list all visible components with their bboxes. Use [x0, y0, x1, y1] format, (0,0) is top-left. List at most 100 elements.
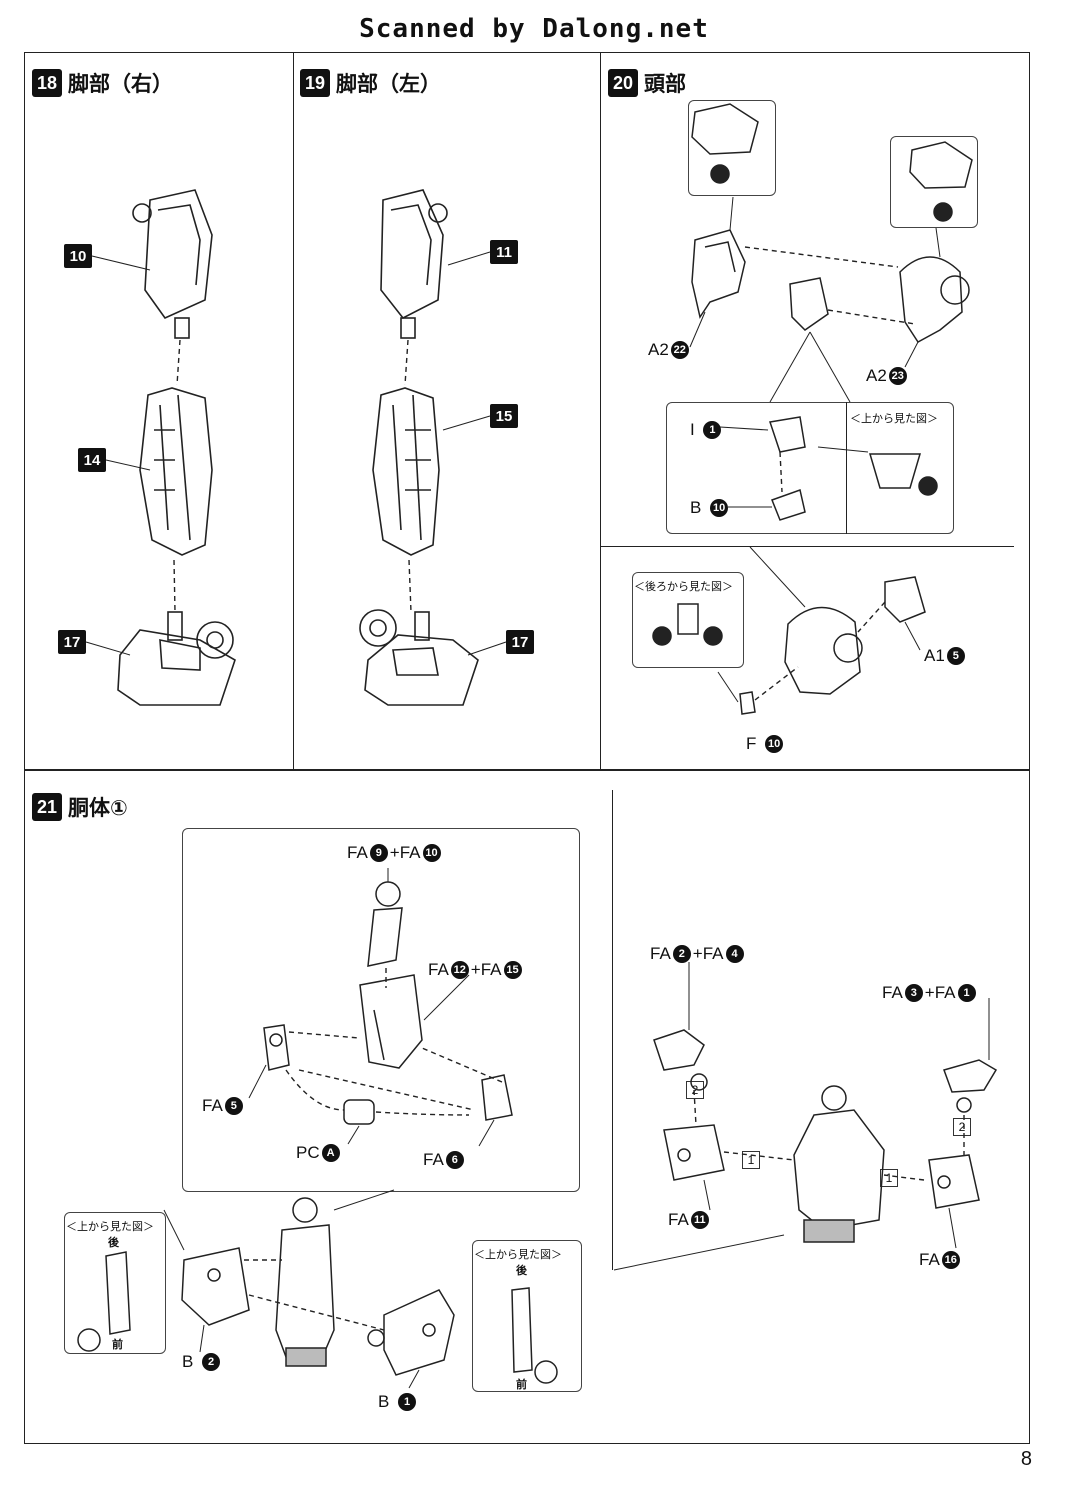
- bottom-frame: [24, 770, 1030, 1444]
- part-letter: F: [746, 734, 757, 753]
- part-number-badge: 5: [946, 647, 965, 665]
- part-tag-15: 15: [490, 404, 518, 428]
- plus-part: +FA: [924, 983, 956, 1002]
- part-number-badge: 11: [690, 1211, 709, 1229]
- step-title: 脚部（右）: [68, 72, 173, 96]
- part-number-badge: 23: [888, 367, 907, 385]
- order-step-1-right: 1: [880, 1169, 898, 1187]
- divider-19-20: [600, 52, 601, 770]
- top-frame: [24, 52, 1030, 770]
- part-label-b2: B 2: [182, 1352, 221, 1372]
- part-letter: A2: [866, 366, 887, 385]
- top-view-label: ＜上から見た図＞: [850, 412, 938, 425]
- part-tag-10: 10: [64, 244, 92, 268]
- part-label-f-10: F 10: [746, 734, 784, 754]
- part-label-b1: B 1: [378, 1392, 417, 1412]
- front-label-right: 前: [516, 1378, 527, 1391]
- order-step-2-right: 2: [953, 1118, 971, 1136]
- order-step-2-left: 2: [686, 1081, 704, 1099]
- part-number-badge: 4: [725, 945, 744, 963]
- part-label-i-1: I 1: [690, 420, 722, 440]
- part-letter: B: [378, 1392, 390, 1411]
- back-label-right: 後: [516, 1264, 527, 1277]
- step-title: 胴体①: [68, 796, 128, 820]
- part-number-badge: 2: [672, 945, 691, 963]
- part-letter: FA: [202, 1096, 223, 1115]
- part-number-badge: 1: [703, 421, 722, 439]
- part-number-badge: 3: [904, 984, 923, 1002]
- step-21-illustration: [77, 868, 998, 1389]
- part-number-badge: 15: [503, 961, 522, 979]
- part-letter: FA: [668, 1210, 689, 1229]
- part-letter: I: [690, 420, 695, 439]
- part-number-badge: 2: [202, 1353, 221, 1371]
- part-letter: PC: [296, 1143, 320, 1162]
- step-title: 頭部: [644, 72, 686, 96]
- part-letter: FA: [882, 983, 903, 1002]
- step-20-heading: 20 頭部: [608, 68, 686, 98]
- step-number: 21: [32, 793, 62, 821]
- step-number: 19: [300, 69, 330, 97]
- plus-part: +FA: [389, 843, 421, 862]
- part-letter: A2: [648, 340, 669, 359]
- top-view-inset-right: [472, 1240, 582, 1392]
- part-letter: FA: [428, 960, 449, 979]
- part-tag-14: 14: [78, 448, 106, 472]
- divider-20-sub: [600, 546, 1014, 547]
- back-view-label: ＜後ろから見た図＞: [634, 580, 733, 593]
- top-view-label-right: ＜上から見た図＞: [474, 1248, 562, 1261]
- plus-part: +FA: [470, 960, 502, 979]
- part-number-badge: 16: [941, 1251, 960, 1269]
- top-view-inset-left: [64, 1212, 166, 1354]
- part-letter: FA: [347, 843, 368, 862]
- part-number-badge: A: [321, 1144, 340, 1162]
- part-tag-17: 17: [58, 630, 86, 654]
- part-tag-17: 17: [506, 630, 534, 654]
- part-tag-11: 11: [490, 240, 518, 264]
- part-number-badge: 5: [224, 1097, 243, 1115]
- step-18-heading: 18 脚部（右）: [32, 68, 173, 98]
- part-number-badge: 10: [422, 844, 441, 862]
- part-letter: B: [182, 1352, 194, 1371]
- back-view-inset: [632, 572, 744, 668]
- part-number-badge: 22: [670, 341, 689, 359]
- step-18-illustration: [85, 189, 236, 706]
- part-number-badge: 10: [710, 499, 729, 517]
- part-number-badge: 10: [765, 735, 784, 753]
- step-number: 20: [608, 69, 638, 97]
- part-number-badge: 6: [445, 1151, 464, 1169]
- step-number: 18: [32, 69, 62, 97]
- step-19-heading: 19 脚部（左）: [300, 68, 441, 98]
- inset-divider: [846, 402, 847, 534]
- back-label-left: 後: [108, 1236, 119, 1249]
- front-label-left: 前: [112, 1338, 123, 1351]
- part-letter: FA: [919, 1250, 940, 1269]
- torso-sub-assembly-inset: [182, 828, 580, 1192]
- part-label-b-10: B 10: [690, 498, 729, 518]
- scan-credit: Scanned by Dalong.net: [359, 14, 709, 44]
- part-letter: B: [690, 498, 702, 517]
- top-view-label-left: ＜上から見た図＞: [66, 1220, 154, 1233]
- part-number-badge: 9: [369, 844, 388, 862]
- part-number-badge: 1: [398, 1393, 417, 1411]
- step-19-illustration: [359, 189, 507, 706]
- divider-21-right: [612, 790, 613, 1270]
- part-letter: FA: [650, 944, 671, 963]
- plus-part: +FA: [692, 944, 724, 963]
- part-number-badge: 12: [450, 961, 469, 979]
- part-letter: FA: [423, 1150, 444, 1169]
- divider-18-19: [293, 52, 294, 770]
- step-title: 脚部（左）: [336, 72, 441, 96]
